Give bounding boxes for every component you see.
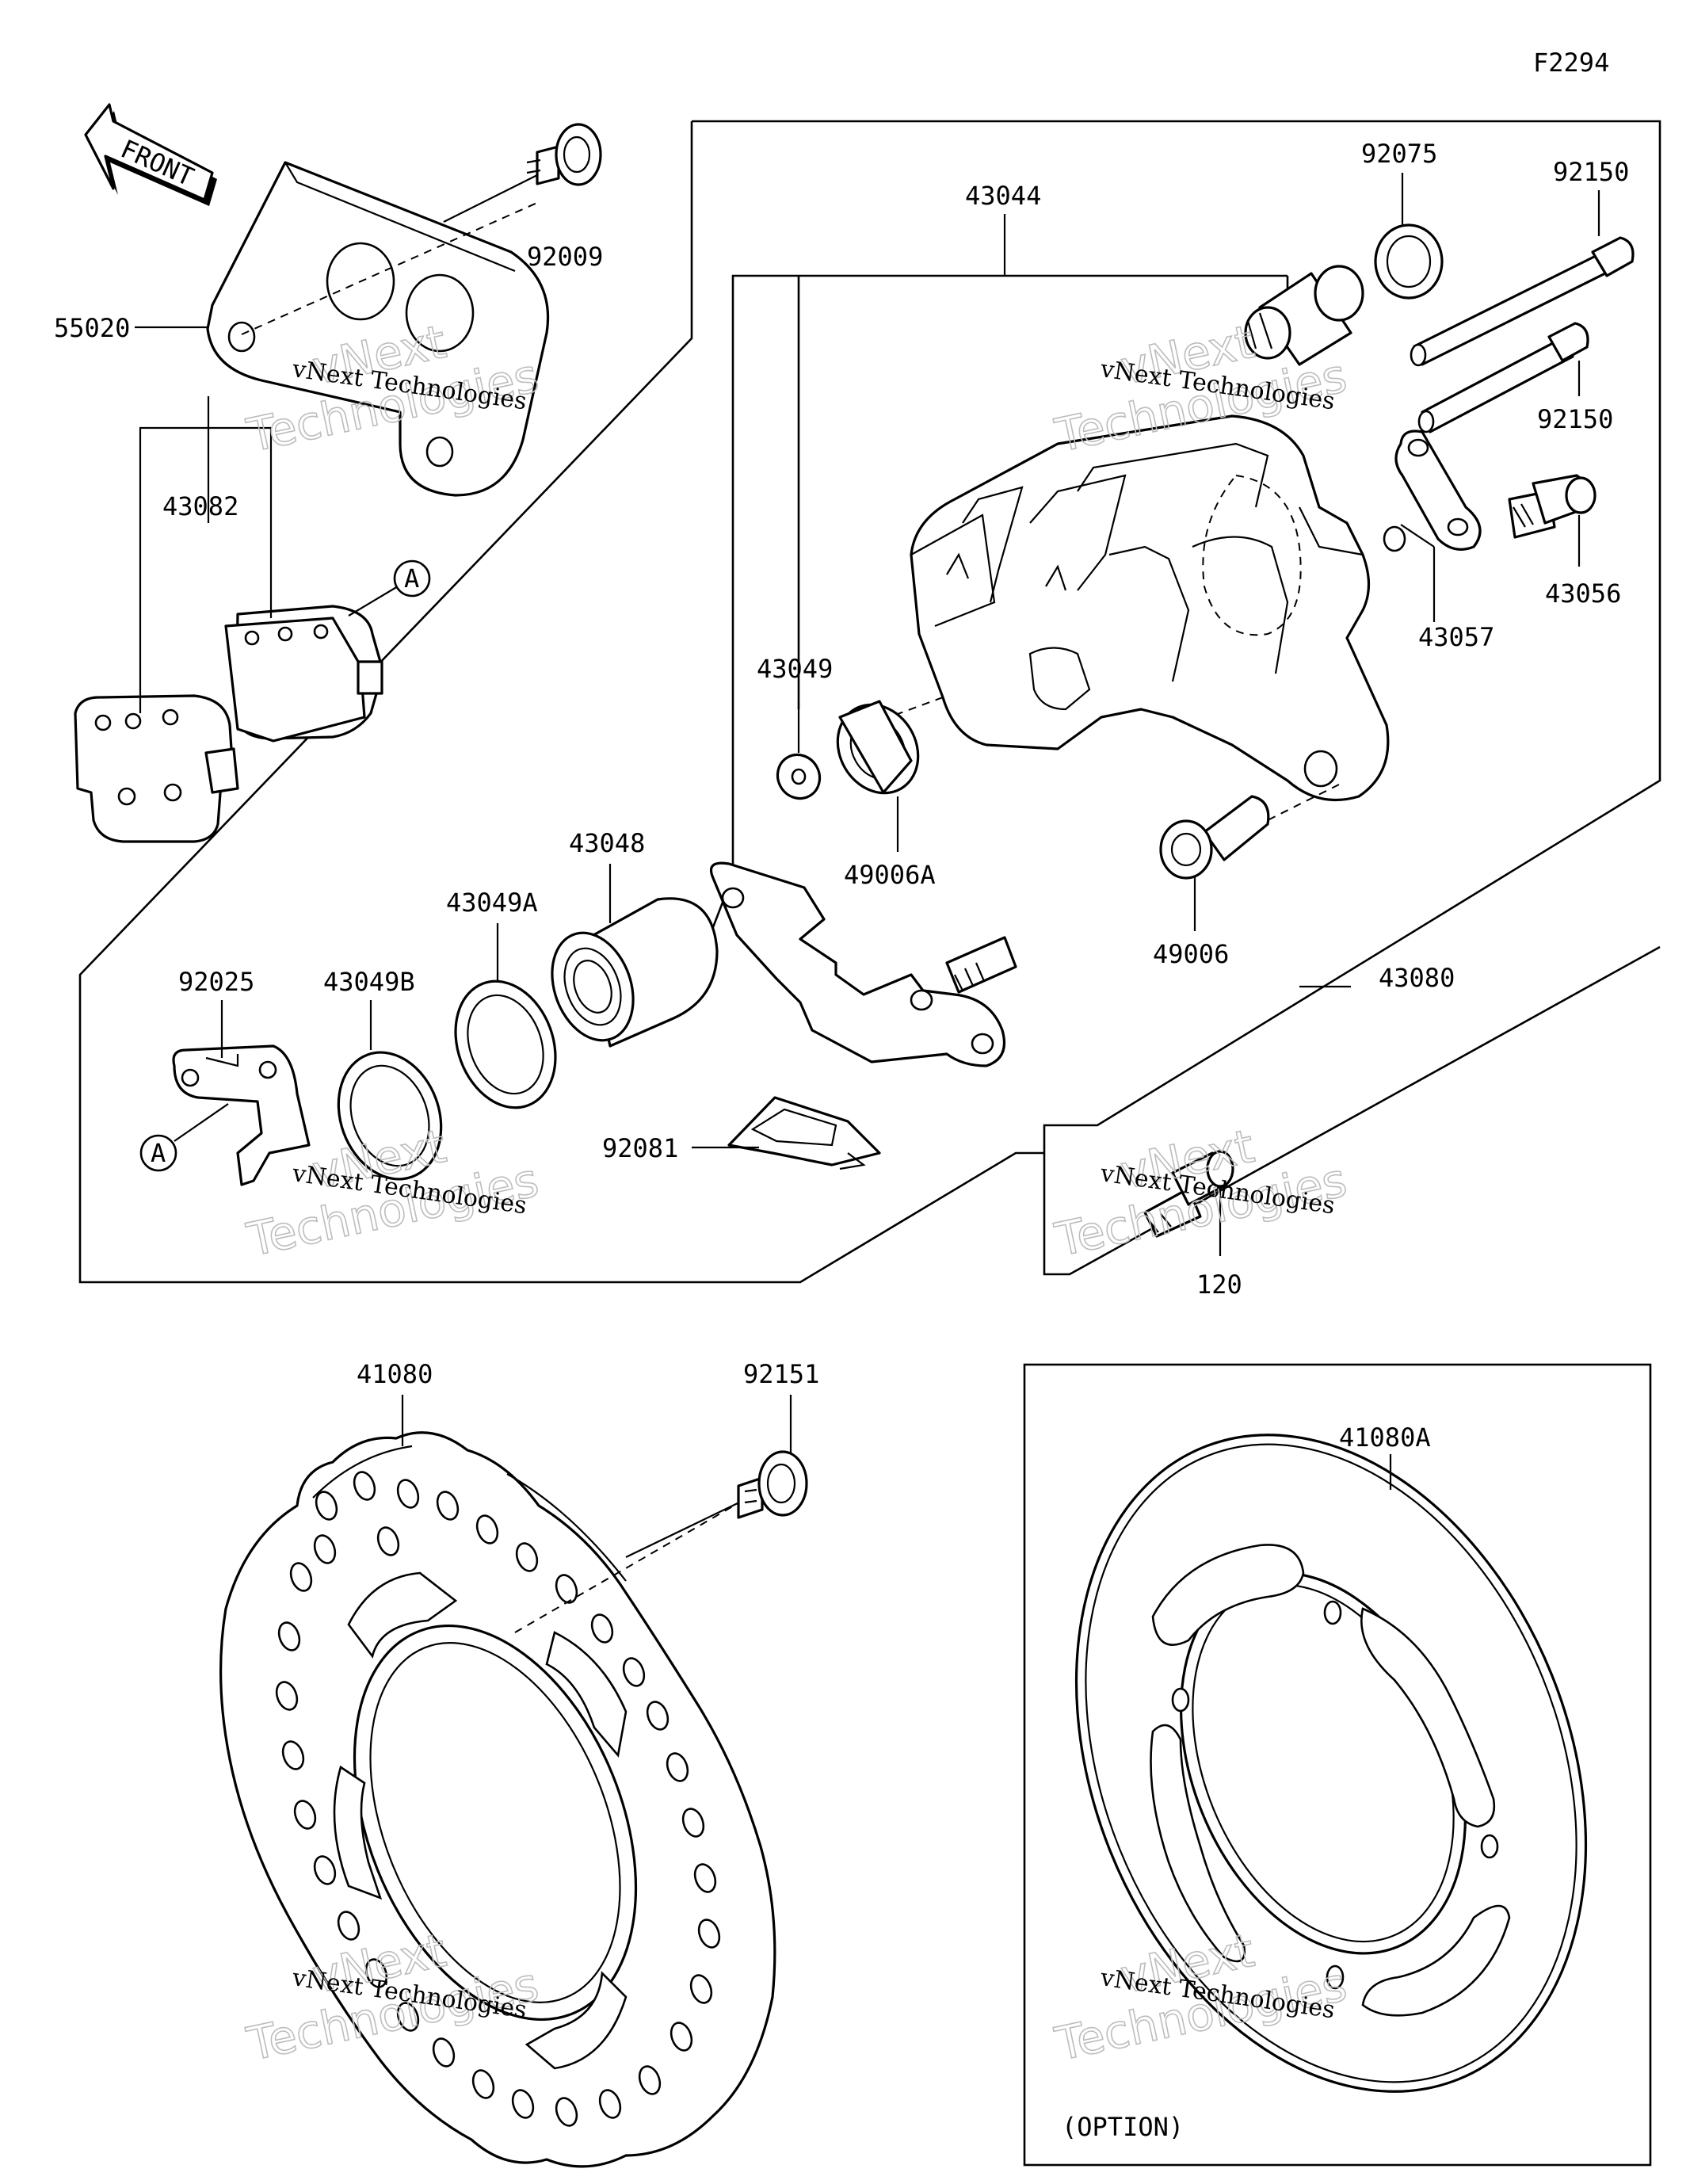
label-43049: 43049	[757, 654, 833, 684]
brake-disc-41080	[219, 1431, 776, 2168]
option-box	[1023, 1363, 1652, 2167]
callout-a-top-text: A	[404, 563, 419, 594]
label-92009: 92009	[527, 242, 603, 272]
label-43049A: 43049A	[446, 888, 538, 918]
leader-a-bottom	[174, 1103, 229, 1142]
label-43049B: 43049B	[323, 967, 415, 997]
diagram-code: F2294	[1533, 48, 1609, 78]
bolt-axis-92009	[241, 201, 540, 335]
bolt-92151	[737, 1450, 808, 1519]
label-43044: 43044	[965, 181, 1041, 211]
caliper-bracket-55020	[206, 161, 550, 497]
bleed-valve-43056	[1508, 474, 1597, 539]
label-43048: 43048	[569, 828, 645, 858]
clip-92025	[172, 1044, 311, 1186]
label-43056: 43056	[1545, 578, 1621, 609]
label-92075: 92075	[1361, 139, 1437, 169]
option-note: (OPTION)	[1062, 2112, 1184, 2142]
brake-pad-front	[74, 694, 239, 843]
label-43080: 43080	[1379, 963, 1455, 993]
label-92025: 92025	[178, 967, 254, 997]
leader-a-top	[348, 586, 399, 617]
boot-92075	[1374, 223, 1444, 300]
bolt-92009	[526, 123, 602, 186]
caliper-group-frame-left	[78, 121, 1044, 1284]
piston-43048	[551, 897, 719, 1048]
label-41080A: 41080A	[1339, 1422, 1431, 1453]
callout-a-bottom-text: A	[151, 1138, 166, 1168]
pin-92150-lower	[1417, 322, 1589, 433]
label-92081: 92081	[602, 1133, 678, 1163]
bleeder-120	[1143, 1150, 1234, 1238]
front-arrow-text: FRONT	[116, 134, 198, 193]
caliper-group-frame	[692, 120, 1661, 1276]
watermark-mr: Technologies vNext vNext Technologies	[1050, 1118, 1352, 1268]
seal-49006A	[836, 700, 920, 795]
leader-disc-bolt	[625, 1501, 742, 1558]
label-43057: 43057	[1418, 622, 1494, 652]
label-43082: 43082	[162, 491, 238, 521]
leader-43057	[1400, 524, 1435, 548]
label-92150-upper: 92150	[1553, 157, 1629, 187]
piston-bore-hidden	[1202, 475, 1302, 636]
label-55020: 55020	[54, 313, 130, 343]
label-120: 120	[1196, 1270, 1242, 1300]
bolt-axis-92151	[514, 1501, 742, 1633]
label-49006: 49006	[1153, 939, 1229, 969]
callout-a-top	[393, 559, 431, 598]
ring-43049B	[337, 1051, 443, 1181]
label-92151: 92151	[743, 1359, 819, 1389]
slide-pin	[1244, 265, 1364, 366]
caliper-body-43080	[910, 414, 1406, 802]
spring-92081	[727, 1096, 881, 1170]
pin-92150-upper	[1410, 236, 1635, 367]
link-43057	[1394, 430, 1482, 551]
bolt-49006	[1159, 795, 1270, 880]
callout-a-bottom	[139, 1134, 177, 1172]
label-41080: 41080	[357, 1359, 433, 1389]
washer-43049	[776, 753, 822, 800]
seal-43049A	[454, 979, 557, 1109]
caliper-assembly-bracket	[711, 274, 799, 928]
brake-disc-41080A	[1074, 1434, 1588, 2093]
caliper-holder-arm	[709, 861, 1017, 1067]
label-49006A: 49006A	[844, 860, 936, 890]
label-92150-lower: 92150	[1537, 404, 1613, 434]
brake-pad-rear	[224, 605, 383, 743]
leader-bolt	[443, 170, 547, 223]
leader-pads	[139, 426, 273, 713]
front-arrow-icon: FRONT	[84, 103, 217, 206]
